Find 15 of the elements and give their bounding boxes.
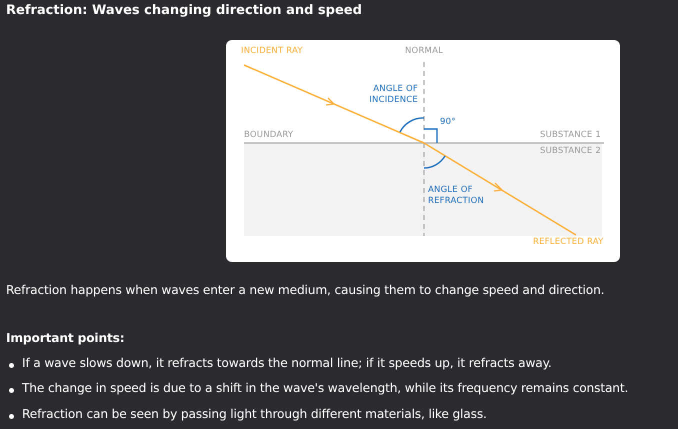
- ray-label: INCIDENT RAY: [241, 46, 303, 57]
- angle-label: ANGLE OF REFRACTION: [428, 185, 486, 207]
- bullet-point: If a wave slows down, it refracts towards the normal line; if it speeds up, it refracts away.: [6, 356, 552, 370]
- line-label: NORMAL: [405, 46, 444, 57]
- boundary-label: BOUNDARY: [244, 130, 294, 141]
- section-heading: Important points:: [6, 331, 124, 345]
- angle-value: 90°: [440, 117, 456, 128]
- bullet-point: The change in speed is due to a shift in the wave's wavelength, while its frequency remains constant.: [6, 381, 628, 395]
- body-text: Refraction happens when waves enter a new medium, causing them to change speed and direction.: [6, 283, 604, 297]
- ray-label: REFLECTED RAY: [533, 237, 604, 248]
- medium-label: SUBSTANCE 2: [540, 146, 602, 157]
- bullet-point: Refraction can be seen by passing light through different materials, like glass.: [6, 407, 487, 421]
- angle-label: ANGLE OF INCIDENCE: [368, 84, 418, 106]
- medium-label: SUBSTANCE 1: [540, 130, 602, 141]
- page-title: Refraction: Waves changing direction and speed: [6, 3, 362, 18]
